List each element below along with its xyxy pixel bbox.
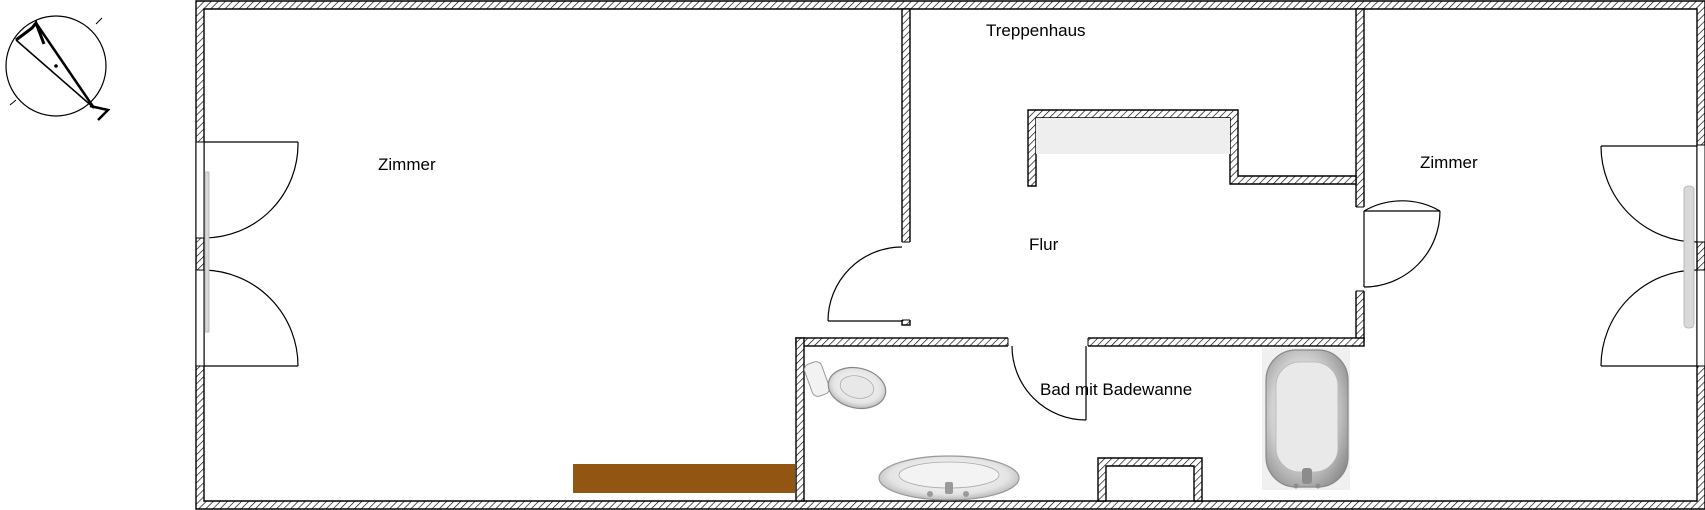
radiator-icon	[1683, 185, 1695, 329]
stairwell-wall	[1027, 109, 1357, 187]
door-bad	[1011, 345, 1087, 421]
room-label-treppenhaus: Treppenhaus	[986, 21, 1086, 40]
wall-bad-left	[795, 337, 805, 502]
shaft-wall	[1097, 457, 1203, 502]
room-label-zimmer-left: Zimmer	[378, 155, 436, 174]
wooden-bench-icon	[573, 464, 795, 493]
door-gap-zimmer-left	[900, 242, 912, 320]
window-right-top	[1600, 144, 1705, 243]
bathtub-icon	[1262, 348, 1350, 490]
door-gap-bad	[1008, 336, 1088, 348]
window-left-bottom	[195, 269, 299, 367]
outer-wall	[195, 0, 1705, 510]
door-zimmer-left	[827, 246, 903, 322]
window-left-top	[195, 141, 299, 239]
room-label-bad: Bad mit Badewanne	[1040, 380, 1192, 399]
toilet-icon	[803, 361, 887, 410]
door-zimmer-right	[1363, 200, 1441, 288]
room-label-flur: Flur	[1029, 235, 1059, 254]
north-glyph	[89, 104, 111, 121]
radiator-icon	[204, 171, 210, 333]
stair-void	[1036, 118, 1230, 154]
door-gap-zimmer-right	[1354, 207, 1366, 291]
window-right-bottom	[1600, 269, 1705, 367]
wall-zimmer-treppenhaus	[901, 8, 911, 326]
room-label-zimmer-right: Zimmer	[1420, 153, 1478, 172]
compass-north-arrow-icon	[5, 15, 111, 121]
sink-icon	[878, 455, 1020, 501]
